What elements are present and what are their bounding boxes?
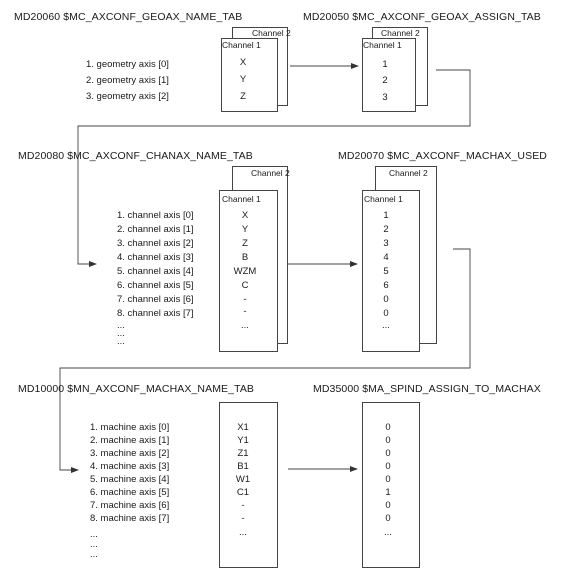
block6-value: ...	[384, 527, 392, 538]
block5-label: 8. machine axis [7]	[90, 513, 170, 524]
block4-value: 5	[383, 266, 389, 277]
block1-channel1-tab: Channel 1	[222, 40, 261, 50]
block3-value: ...	[241, 320, 249, 331]
block2-channel1-tab: Channel 1	[363, 40, 402, 50]
block3-channel1-box	[219, 190, 278, 352]
block5-label: ...	[90, 549, 98, 560]
block2-value: 2	[382, 75, 388, 86]
block3-channel1-tab: Channel 1	[222, 194, 261, 204]
arrow-machax-used-to-machax-name	[59, 248, 471, 473]
block1-channel1-box	[221, 38, 278, 112]
block5-label: 2. machine axis [1]	[90, 435, 170, 446]
block6-table-box	[362, 402, 420, 568]
block6-value: 0	[385, 513, 391, 524]
block5-table-box	[219, 402, 278, 568]
block5-value: Y1	[237, 435, 249, 446]
block2-value: 1	[382, 59, 388, 70]
block5-label: 5. machine axis [4]	[90, 474, 170, 485]
block3-label: 7. channel axis [6]	[117, 294, 194, 305]
block3-label: ...	[117, 320, 125, 331]
block3-label: ...	[117, 336, 125, 347]
block4-channel2-tab: Channel 2	[389, 168, 428, 178]
block1-label: 2. geometry axis [1]	[86, 75, 169, 86]
block4-value: 6	[383, 280, 389, 291]
block6-title: MD35000 $MA_SPIND_ASSIGN_TO_MACHAX	[313, 383, 541, 395]
block1-channel2-tab: Channel 2	[252, 28, 291, 38]
block3-value: C	[241, 280, 249, 291]
block6-value: 0	[385, 448, 391, 459]
block6-value: 0	[385, 435, 391, 446]
block3-title: MD20080 $MC_AXCONF_CHANAX_NAME_TAB	[18, 150, 253, 162]
block5-label: ...	[90, 529, 98, 540]
block3-value: WZM	[233, 266, 257, 277]
block4-value: 0	[383, 308, 389, 319]
block5-value: C1	[236, 487, 250, 498]
block5-value: B1	[237, 461, 249, 472]
block4-value: 3	[383, 238, 389, 249]
block4-value: 4	[383, 252, 389, 263]
block1-label: 1. geometry axis [0]	[86, 59, 169, 70]
block3-value: B	[241, 252, 249, 263]
block3-label: 6. channel axis [5]	[117, 280, 194, 291]
block1-value: Z	[240, 91, 246, 102]
block5-value: -	[241, 500, 245, 511]
block3-value: X	[241, 210, 249, 221]
block1-title: MD20060 $MC_AXCONF_GEOAX_NAME_TAB	[14, 11, 243, 23]
block4-value: 2	[383, 224, 389, 235]
block6-value: 0	[385, 474, 391, 485]
block5-value: W1	[235, 474, 251, 485]
block5-label: ...	[90, 539, 98, 550]
block5-label: 1. machine axis [0]	[90, 422, 170, 433]
block6-value: 0	[385, 461, 391, 472]
block1-label: 3. geometry axis [2]	[86, 91, 169, 102]
block5-label: 3. machine axis [2]	[90, 448, 170, 459]
block2-title: MD20050 $MC_AXCONF_GEOAX_ASSIGN_TAB	[303, 11, 541, 23]
block5-value: -	[241, 513, 245, 524]
block3-value: Y	[241, 224, 249, 235]
block6-value: 0	[385, 500, 391, 511]
block3-label: 5. channel axis [4]	[117, 266, 194, 277]
block5-label: 6. machine axis [5]	[90, 487, 170, 498]
block4-value: 0	[383, 294, 389, 305]
block5-value: ...	[239, 527, 247, 538]
block3-label: 2. channel axis [1]	[117, 224, 194, 235]
block3-label: ...	[117, 328, 125, 339]
block4-value: ...	[382, 320, 390, 331]
block2-channel1-box	[362, 38, 416, 112]
block2-channel2-tab: Channel 2	[381, 28, 420, 38]
block4-value: 1	[383, 210, 389, 221]
block3-label: 8. channel axis [7]	[117, 308, 194, 319]
block5-label: 7. machine axis [6]	[90, 500, 170, 511]
arrow-geo-assign-to-chan-name	[77, 69, 471, 267]
block6-value: 0	[385, 422, 391, 433]
block3-label: 1. channel axis [0]	[117, 210, 194, 221]
block3-label: 4. channel axis [3]	[117, 252, 194, 263]
block2-value: 3	[382, 92, 388, 103]
block1-value: Y	[239, 74, 247, 85]
block5-label: 4. machine axis [3]	[90, 461, 170, 472]
block3-channel2-tab: Channel 2	[251, 168, 290, 178]
block4-title: MD20070 $MC_AXCONF_MACHAX_USED	[338, 150, 547, 162]
block4-channel1-box	[362, 190, 420, 352]
block5-value: Z1	[237, 448, 249, 459]
block4-channel1-tab: Channel 1	[364, 194, 403, 204]
block3-value: -	[243, 306, 247, 317]
block3-value: Z	[242, 238, 248, 249]
block5-title: MD10000 $MN_AXCONF_MACHAX_NAME_TAB	[18, 383, 255, 395]
block3-value: -	[243, 294, 247, 305]
block5-value: X1	[237, 422, 249, 433]
block3-label: 3. channel axis [2]	[117, 238, 194, 249]
block6-value: 1	[385, 487, 391, 498]
block1-value: X	[239, 57, 247, 68]
